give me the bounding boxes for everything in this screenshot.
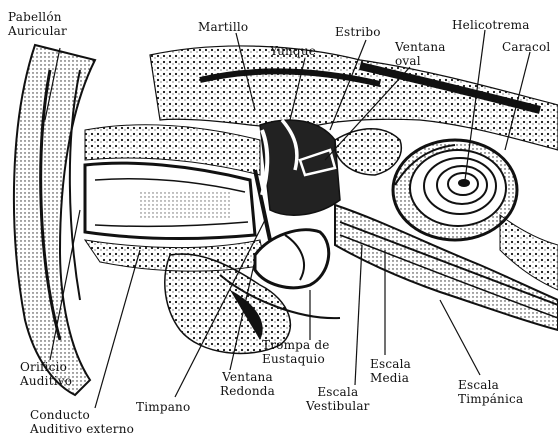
label-trompa-eustaquio: Trompa de Eustaquio [262,338,330,366]
eustachian-tube [255,230,329,288]
label-escala-timpanica-line2: Timpánica [458,392,523,406]
label-conducto-auditivo: Conducto Auditivo externo [30,408,134,436]
label-ventana-oval-line2: oval [395,54,446,68]
label-ventana-redonda: Ventana Redonda [220,370,275,398]
label-escala-vestibular-line1: Escala [306,385,370,399]
label-escala-timpanica: Escala Timpánica [458,378,523,406]
label-pabellon-line1: Pabellón [8,10,67,24]
label-orificio-line1: Orificio [20,360,72,374]
label-escala-vestibular: Escala Vestibular [306,385,370,413]
label-trompa-line1: Trompa de [262,338,330,352]
label-pabellon-line2: Auricular [8,24,67,38]
label-ventana-redonda-line1: Ventana [220,370,275,384]
label-estribo: Estribo [335,25,381,39]
label-ventana-oval: Ventana oval [395,40,446,68]
label-pabellon-auricular: Pabellón Auricular [8,10,67,38]
label-orificio-auditivo: Orificio Auditivo [20,360,72,388]
label-helicotrema: Helicotrema [452,18,530,32]
label-orificio-line2: Auditivo [20,374,72,388]
label-ventana-redonda-line2: Redonda [220,384,275,398]
label-escala-media-line2: Media [370,371,411,385]
label-escala-timpanica-line1: Escala [458,378,523,392]
label-martillo: Martillo [198,20,248,34]
label-escala-media-line1: Escala [370,357,411,371]
label-trompa-line2: Eustaquio [262,352,330,366]
label-timpano: Timpano [136,400,190,414]
label-yunque: Yunque [270,44,316,58]
label-escala-vestibular-line2: Vestibular [306,399,370,413]
label-ventana-oval-line1: Ventana [395,40,446,54]
label-conducto-line2: Auditivo externo [30,422,134,436]
pinna-shape [14,45,95,395]
label-escala-media: Escala Media [370,357,411,385]
label-conducto-line1: Conducto [30,408,134,422]
middle-ear [260,120,340,215]
label-caracol: Caracol [502,40,550,54]
